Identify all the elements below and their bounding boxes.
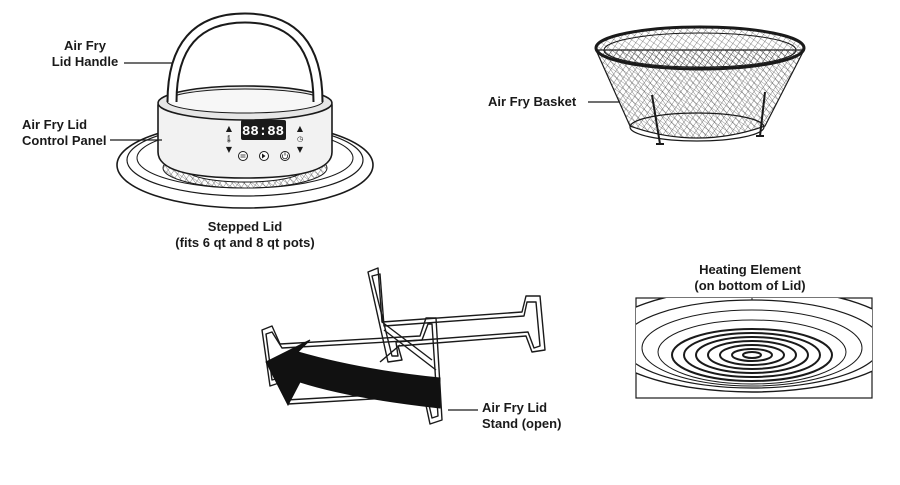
basket-label: Air Fry Basket [488, 94, 577, 109]
temp-down-icon: ▼ [226, 145, 233, 154]
clock-icon: ◷ [297, 135, 304, 143]
air-fry-basket-illustration [588, 25, 806, 145]
menu-button-icon [238, 151, 248, 161]
rotation-arrow-icon [265, 339, 441, 409]
power-icon [280, 151, 290, 161]
display-readout: 88:88 [242, 124, 284, 140]
time-down-icon: ▼ [297, 145, 304, 154]
lid-stand-illustration [261, 267, 546, 425]
air-fry-lid-illustration: 88:88 ▲ 🌡 ▼ ▲ ◷ ▼ [110, 12, 374, 209]
thermometer-icon: 🌡 [225, 135, 234, 143]
stepped-lid-label: Stepped Lid (fits 6 qt and 8 qt pots) [175, 219, 315, 250]
heating-element-label: Heating Element (on bottom of Lid) [694, 262, 806, 293]
time-up-icon: ▲ [297, 124, 304, 133]
control-panel-label: Air Fry Lid Control Panel [22, 117, 107, 148]
control-panel: 88:88 ▲ 🌡 ▼ ▲ ◷ ▼ [225, 120, 304, 161]
lid-stand-label: Air Fry Lid Stand (open) [482, 400, 562, 431]
lid-handle-label: Air Fry Lid Handle [51, 38, 119, 69]
heating-element-illustration [635, 297, 873, 399]
display-screen [241, 120, 286, 140]
temp-up-icon: ▲ [226, 124, 233, 133]
